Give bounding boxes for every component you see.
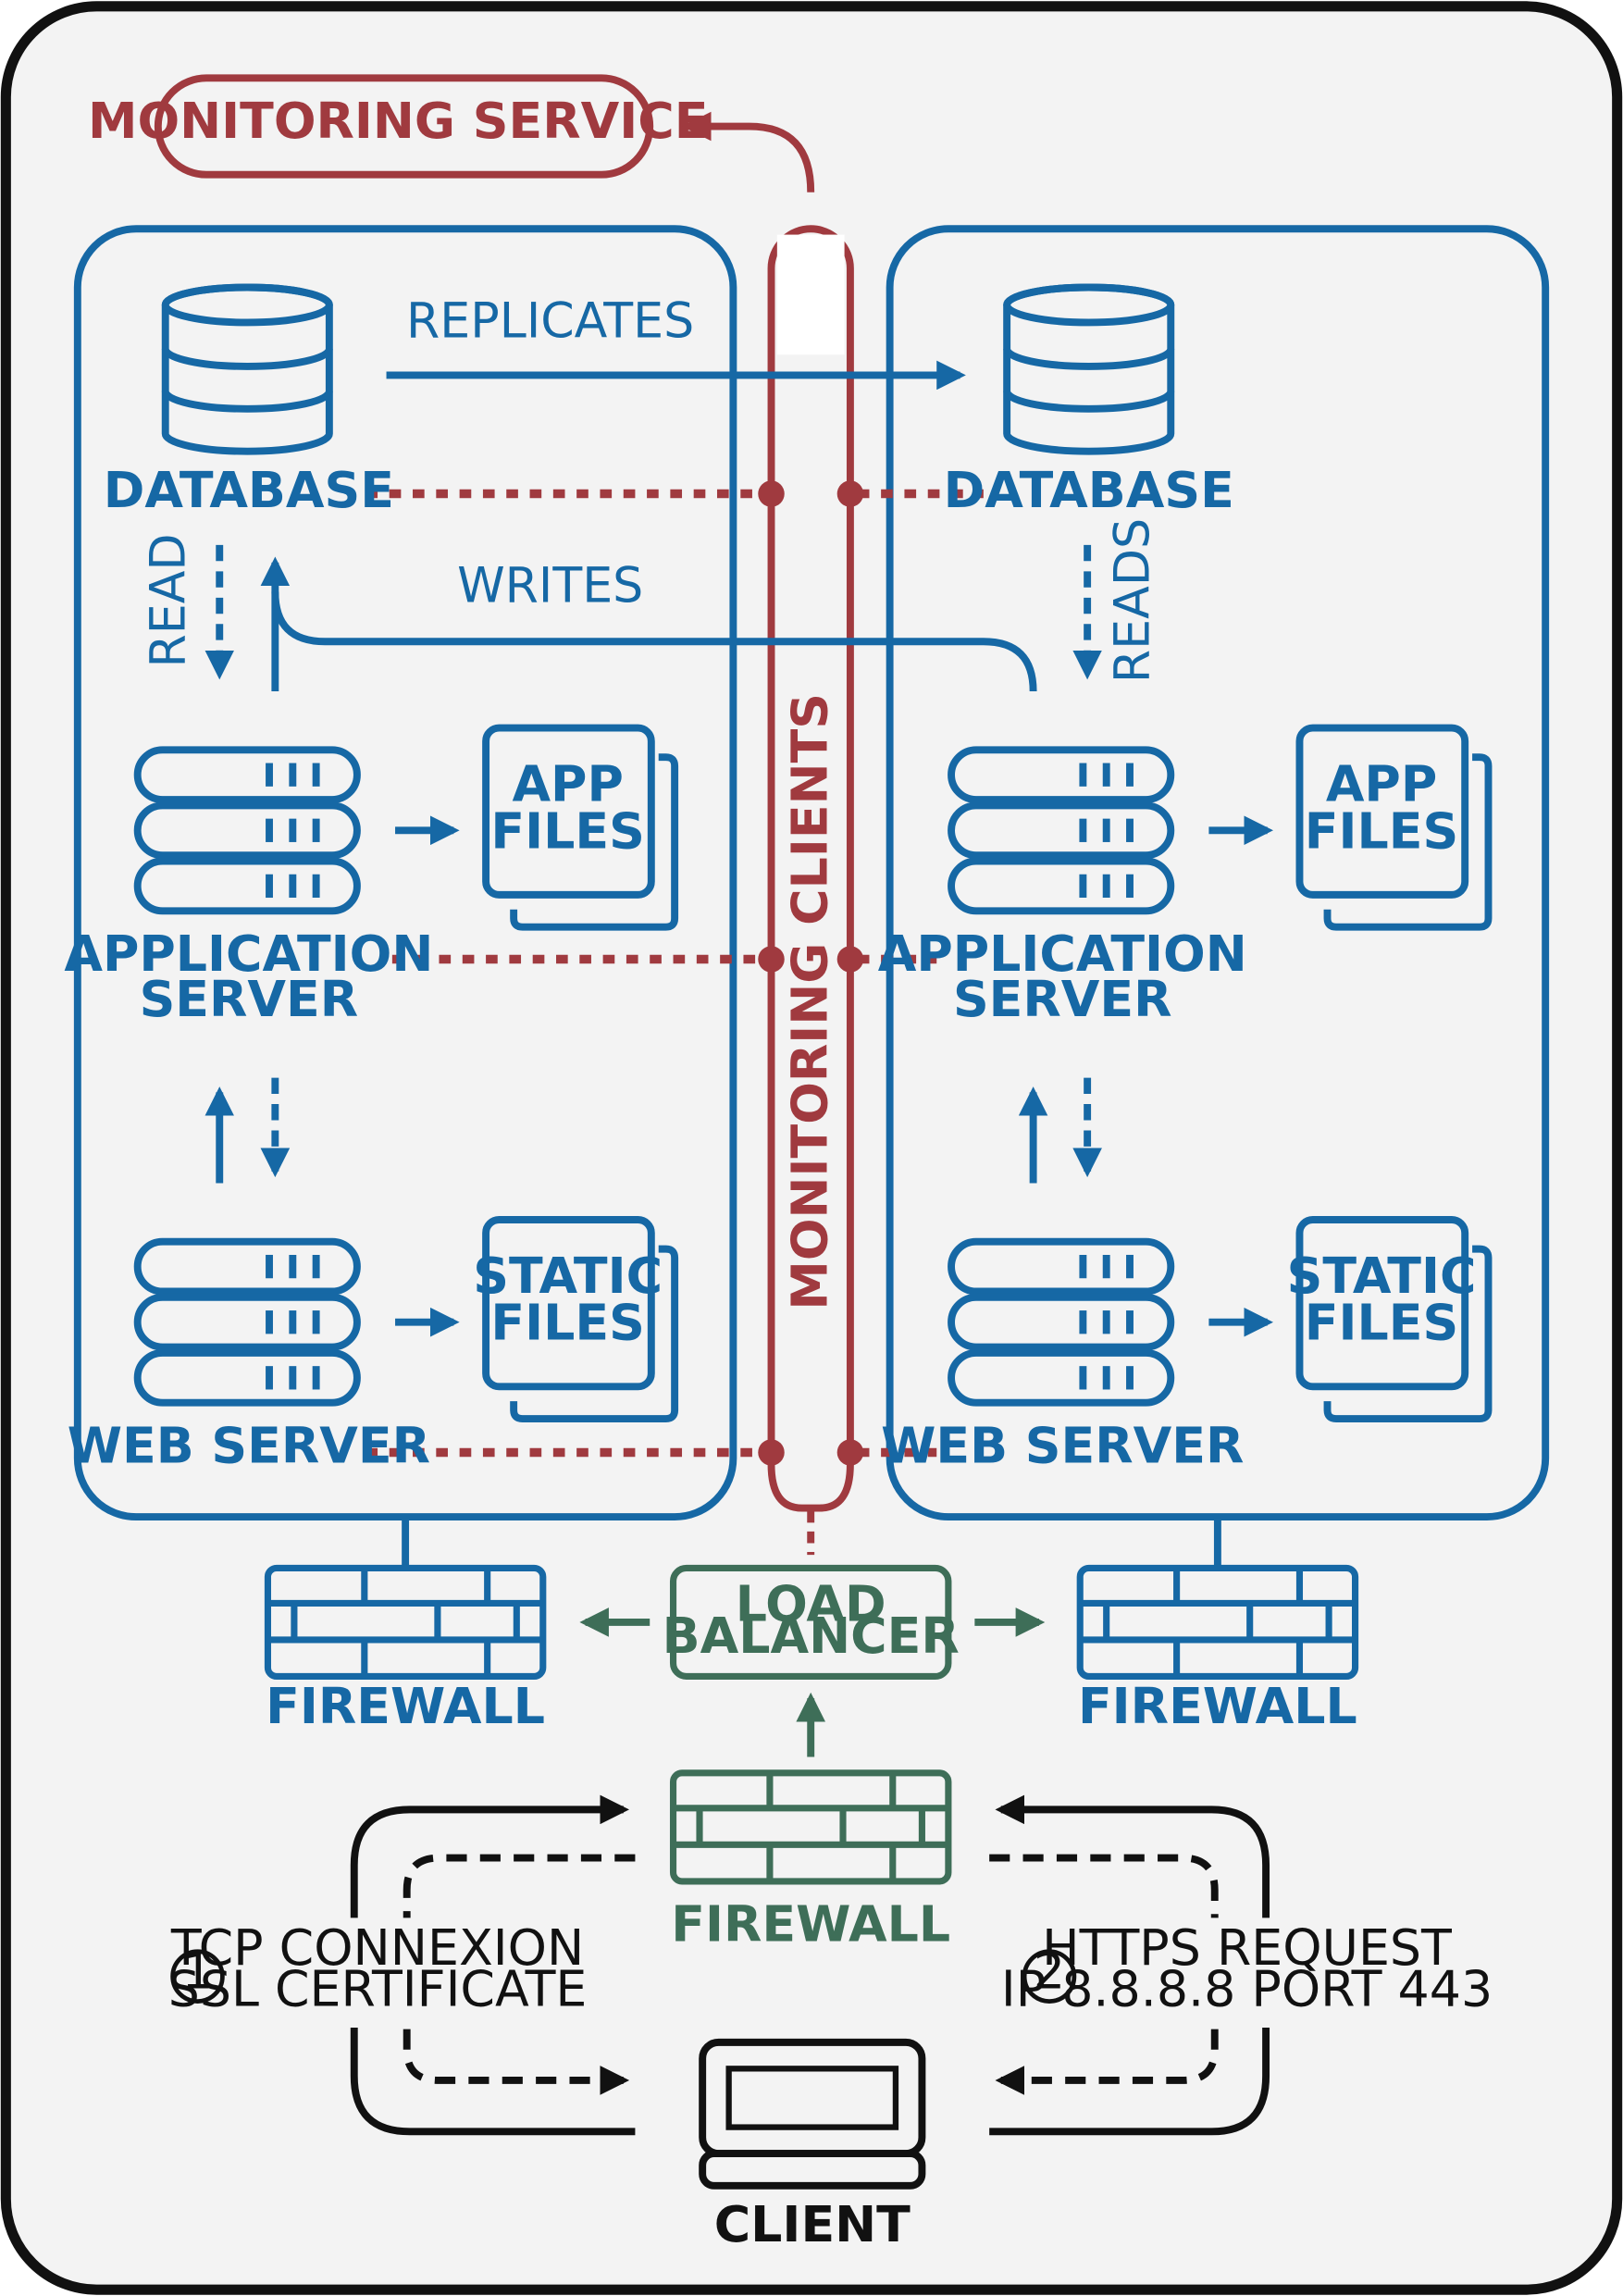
web-server-label-left: WEB SERVER [68,1417,430,1475]
static-files-label-1: STATIC [1287,1247,1477,1305]
monitoring-clients-label: MONITORING CLIENTS [781,693,839,1310]
load-balancer: LOAD BALANCER [663,1564,960,1681]
step-2: 2 HTTPS REQUEST IP 8.8.8.8 PORT 443 [1001,1918,1493,2017]
flow-solid-left [350,1809,636,2136]
writes-label: WRITES [457,559,643,614]
read-label: READ [141,533,196,667]
monitoring-arrow [682,111,815,192]
app-server-label-2: SERVER [140,970,359,1028]
web-server-label-right: WEB SERVER [881,1417,1244,1475]
static-files-label-1: STATIC [473,1247,663,1305]
flow-solid-right [989,1809,1270,2136]
reads-label: READS [1106,518,1161,683]
client-label: CLIENT [714,2195,911,2253]
load-balancer-label-1: LOAD [736,1574,886,1632]
client-laptop-icon [699,2038,926,2190]
firewall-label-front: FIREWALL [671,1895,950,1954]
replicates-label: REPLICATES [406,293,694,349]
step-1-line-1: TCP CONNEXION [170,1918,584,1977]
app-files-label-1: APP [512,755,623,813]
step-2-line-1: HTTPS REQUEST [1042,1918,1452,1977]
database-label-left: DATABASE [104,461,394,519]
flow-dashed-right [989,1854,1219,2080]
monitoring-clients-pipe [767,225,854,1512]
monitoring-service: MONITORING SERVICE [88,74,709,179]
monitoring-nodes [758,480,864,1466]
database-label-right: DATABASE [944,461,1234,519]
step-2-line-2: IP 8.8.8.8 PORT 443 [1001,1959,1493,2017]
step-1-line-2: SSL CERTIFICATE [168,1959,588,2017]
app-files-label-2: FILES [1305,801,1458,860]
firewall-label-right: FIREWALL [1078,1677,1357,1735]
monitoring-links [365,489,984,1458]
app-server-label-1: APPLICATION [878,925,1247,983]
step-1-number: 1 [181,1942,213,2000]
static-files-label-2: FILES [1305,1294,1458,1352]
app-files-label-2: FILES [490,801,644,860]
app-server-label-1: APPLICATION [64,925,433,983]
load-balancer-label-2: BALANCER [663,1607,960,1665]
app-files-label-1: APP [1326,755,1437,813]
firewall-label-left: FIREWALL [266,1677,545,1735]
app-server-label-2: SERVER [953,970,1172,1028]
step-2-number: 2 [1034,1942,1065,2000]
step-1: 1 TCP CONNEXION SSL CERTIFICATE [168,1918,588,2017]
flow-dashed-left [403,1854,636,2080]
static-files-label-2: FILES [490,1294,644,1352]
monitoring-service-label: MONITORING SERVICE [88,92,709,150]
